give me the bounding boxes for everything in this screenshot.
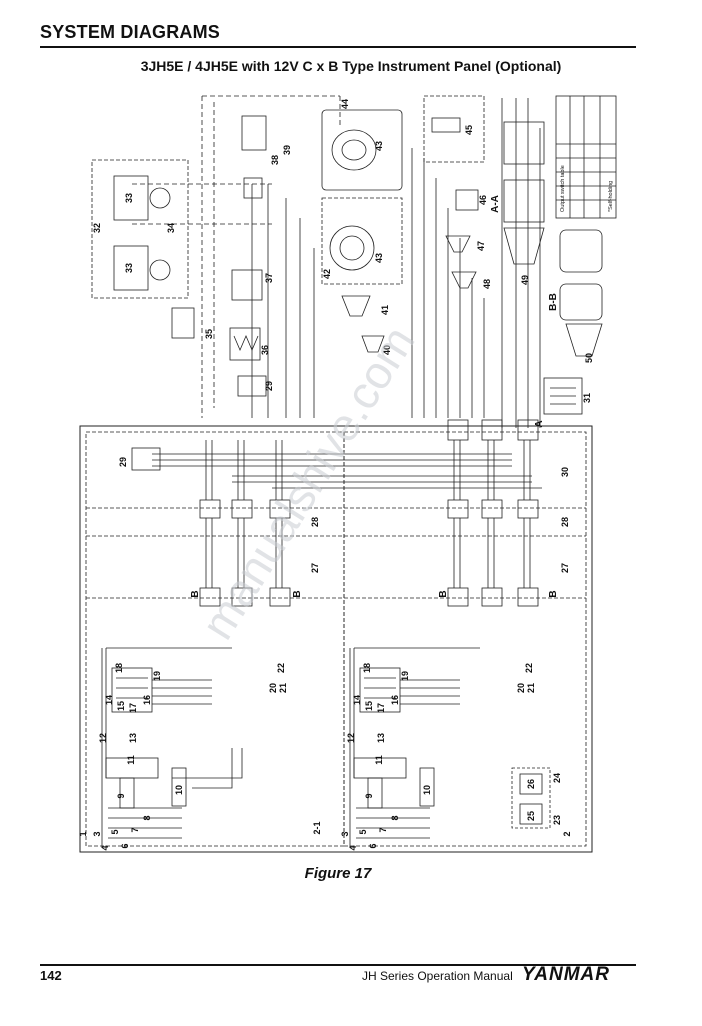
callout-20b: 20	[516, 683, 526, 693]
wiring-diagram: 44 45 43 39 38 32 33 34 33 46 47 48 49 4…	[72, 88, 624, 858]
callout-46: 46	[478, 195, 488, 205]
callout-5b: 5	[358, 829, 368, 834]
section-marker-b-b: B-B	[548, 293, 559, 311]
callout-17a: 17	[128, 703, 138, 713]
callout-35: 35	[204, 329, 214, 339]
callout-41: 41	[380, 305, 390, 315]
callout-27a: 27	[310, 563, 320, 573]
callout-6b: 6	[368, 843, 378, 848]
switch-table-title: Output switch table	[560, 165, 566, 212]
callout-33b: 33	[124, 263, 134, 273]
callout-14b: 14	[352, 695, 362, 705]
switch-table-note: *Self-holding	[608, 181, 614, 212]
section-marker-b-right: B	[438, 590, 449, 597]
callout-13a: 13	[128, 733, 138, 743]
callout-33a: 33	[124, 193, 134, 203]
callout-5a: 5	[110, 829, 120, 834]
section-marker-a: A	[534, 420, 545, 427]
callout-14a: 14	[104, 695, 114, 705]
callout-29b: 29	[118, 457, 128, 467]
callout-36: 36	[260, 345, 270, 355]
callout-11b: 11	[374, 755, 384, 765]
callout-20a: 20	[268, 683, 278, 693]
callout-32: 32	[92, 223, 102, 233]
callout-19a: 19	[152, 671, 162, 681]
callout-22a: 22	[276, 663, 286, 673]
callout-7b: 7	[378, 827, 388, 832]
callout-9b: 9	[364, 793, 374, 798]
callout-22b: 22	[524, 663, 534, 673]
callout-31: 31	[582, 393, 592, 403]
callout-12b: 12	[346, 733, 356, 743]
section-marker-b-left: B	[190, 590, 201, 597]
header-rule	[40, 46, 636, 48]
callout-29a: 29	[264, 381, 274, 391]
callout-43a: 43	[374, 141, 384, 151]
callout-49: 49	[520, 275, 530, 285]
callout-21b: 21	[526, 683, 536, 693]
callout-42: 42	[322, 269, 332, 279]
callout-18a: 18	[114, 663, 124, 673]
callout-40: 40	[382, 345, 392, 355]
callout-44: 44	[340, 99, 350, 109]
callout-15a: 15	[116, 701, 126, 711]
callout-28a: 28	[310, 517, 320, 527]
callout-21a: 21	[278, 683, 288, 693]
callout-37: 37	[264, 273, 274, 283]
callout-50: 50	[584, 353, 594, 363]
callout-17b: 17	[376, 703, 386, 713]
callout-16b: 16	[390, 695, 400, 705]
page-number: 142	[40, 968, 62, 983]
callout-8b: 8	[390, 815, 400, 820]
callout-19b: 19	[400, 671, 410, 681]
callout-12a: 12	[98, 733, 108, 743]
callout-3a: 3	[92, 831, 102, 836]
callout-9a: 9	[116, 793, 126, 798]
callout-15b: 15	[364, 701, 374, 711]
section-title: SYSTEM DIAGRAMS	[40, 22, 221, 42]
wiring-diagram-svg: 44 45 43 39 38 32 33 34 33 46 47 48 49 4…	[78, 95, 617, 853]
callout-10b: 10	[422, 785, 432, 795]
brand-logo: YANMAR	[522, 964, 610, 985]
section-marker-b-mid: B	[292, 590, 303, 597]
callout-8a: 8	[142, 815, 152, 820]
diagram-title: 3JH5E / 4JH5E with 12V C x B Type Instru…	[140, 58, 562, 74]
callout-24: 24	[552, 773, 562, 783]
callout-6a: 6	[120, 843, 130, 848]
footer-rule	[40, 964, 636, 966]
callout-3b: 3	[340, 831, 350, 836]
section-marker-a-a: A-A	[490, 195, 501, 213]
callout-11a: 11	[126, 755, 136, 765]
callout-2-1: 2-1	[312, 821, 322, 834]
callout-45: 45	[464, 125, 474, 135]
figure-caption: Figure 17	[304, 865, 372, 882]
callout-13b: 13	[376, 733, 386, 743]
callout-30: 30	[560, 467, 570, 477]
callout-18b: 18	[362, 663, 372, 673]
callout-2: 2	[562, 831, 572, 836]
callout-1: 1	[78, 831, 88, 836]
callout-38: 38	[270, 155, 280, 165]
callout-27b: 27	[560, 563, 570, 573]
callout-47: 47	[476, 241, 486, 251]
manual-title: JH Series Operation Manual	[362, 969, 513, 983]
callout-28b: 28	[560, 517, 570, 527]
callout-48: 48	[482, 279, 492, 289]
callout-16a: 16	[142, 695, 152, 705]
callout-4a: 4	[100, 845, 110, 850]
callout-25: 25	[526, 811, 536, 821]
callout-7a: 7	[130, 827, 140, 832]
callout-23: 23	[552, 815, 562, 825]
callout-34: 34	[166, 223, 176, 233]
callout-26: 26	[526, 779, 536, 789]
callout-10a: 10	[174, 785, 184, 795]
callout-39: 39	[282, 145, 292, 155]
callout-4b: 4	[348, 845, 358, 850]
section-marker-b-far: B	[548, 590, 559, 597]
callout-43b: 43	[374, 253, 384, 263]
